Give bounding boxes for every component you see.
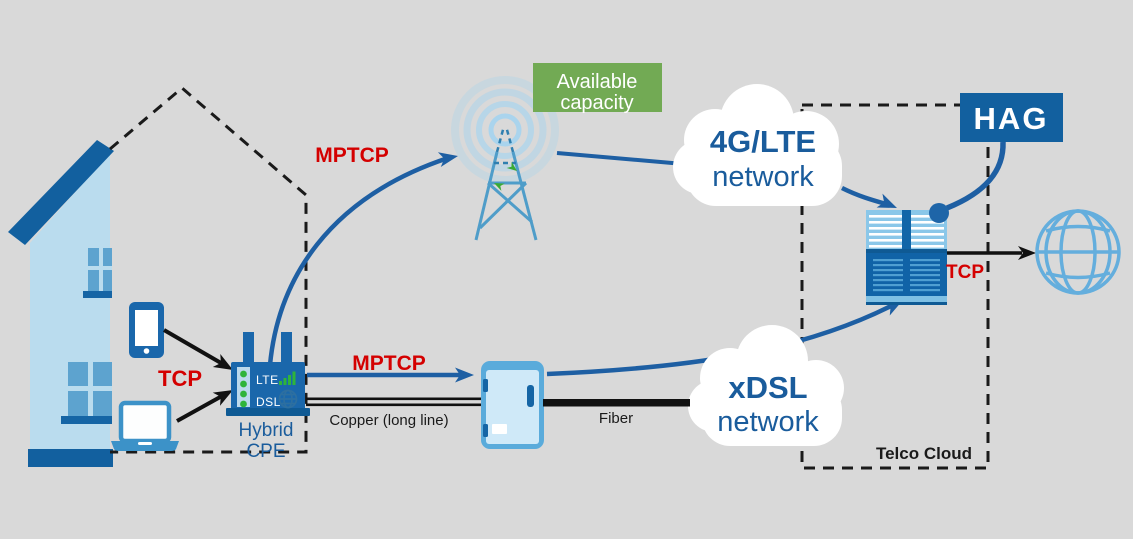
hag-to-server-link [945,141,1006,211]
window-mullion [88,362,93,416]
hag-anchor-dot [929,203,949,223]
tcp-core-label: TCP [946,262,984,283]
cabinet-handle [527,385,534,407]
cpe-port-dsl-label: DSL [256,395,281,409]
tcp-home-label: TCP [158,366,202,391]
xdsl-cloud-line2: network [717,406,819,438]
cpe-antenna [281,332,292,365]
capacity-note-line1: Available [557,71,638,93]
hag-server-icon [866,210,947,305]
hag-box [960,93,1063,142]
street-cabinet-icon [481,361,544,449]
lte-cloud-line1: 4G/LTE [710,124,816,159]
mptcp-dsl-link [307,367,474,383]
fiber-line [543,399,690,407]
house-icon [8,140,114,467]
hag-label: HAG [974,101,1049,136]
cell-tower-icon [451,76,559,241]
hybrid-cpe-icon: LTE DSL [226,332,310,416]
laptop-to-cpe-link [176,390,233,423]
cpe-name-line1: Hybrid [239,420,294,441]
house-roof [8,140,114,245]
telco-cloud-label: Telco Cloud [876,444,972,463]
laptop-icon [111,400,179,451]
copper-label: Copper (long line) [329,412,448,429]
radio-waves-icon [451,76,559,184]
telco-cloud-boundary-dashed [800,103,990,470]
capacity-arrows-icon [494,161,517,191]
cloud-shape [688,325,844,446]
arrowhead [1018,246,1036,260]
cpe-antenna [243,332,254,365]
home-boundary-dashed [109,86,308,454]
cabinet-hinge [483,424,488,437]
tower-to-cloud-link [556,151,696,167]
internet-globe-icon [1035,209,1121,295]
cloud-shape [673,84,842,206]
capacity-note: Available capacity [533,63,662,114]
arrowhead [455,367,474,383]
window-mullion [99,248,103,291]
mptcp-lte-label: MPTCP [315,144,389,167]
window-sill [83,291,112,298]
capacity-note-box [533,63,662,112]
mptcp-lte-link [267,152,458,366]
arrowhead [212,354,233,370]
lte-cloud: 4G/LTE network [673,84,842,206]
lte-cloud-line2: network [712,161,814,193]
copper-line [306,397,482,407]
capacity-note-line2: capacity [560,92,633,114]
cpe-name-line2: CPE [246,441,285,462]
hag-node: HAG [929,93,1063,223]
lte-to-server-link [840,185,897,208]
tower-lattice [474,151,538,241]
cabinet-label [492,424,507,434]
phone-to-cpe-link [162,328,233,370]
mptcp-dsl-label: MPTCP [352,352,426,375]
server-to-internet-link [947,246,1036,260]
cpe-leds [240,370,247,408]
fiber-label: Fiber [599,410,633,427]
signal-bars-icon [279,371,296,385]
arrowhead [437,152,458,167]
xdsl-cloud: xDSL network [688,325,844,446]
smartphone-icon [129,302,164,358]
house-base [28,449,113,467]
cpe-port-lte-label: LTE [256,373,279,387]
arrowhead [212,390,233,406]
dsl-globe-icon [278,389,298,409]
window-sill [61,416,112,424]
xdsl-cloud-line1: xDSL [728,370,807,405]
arrowhead [876,193,897,208]
cabinet-hinge [483,379,488,392]
cpe-base [226,408,310,416]
